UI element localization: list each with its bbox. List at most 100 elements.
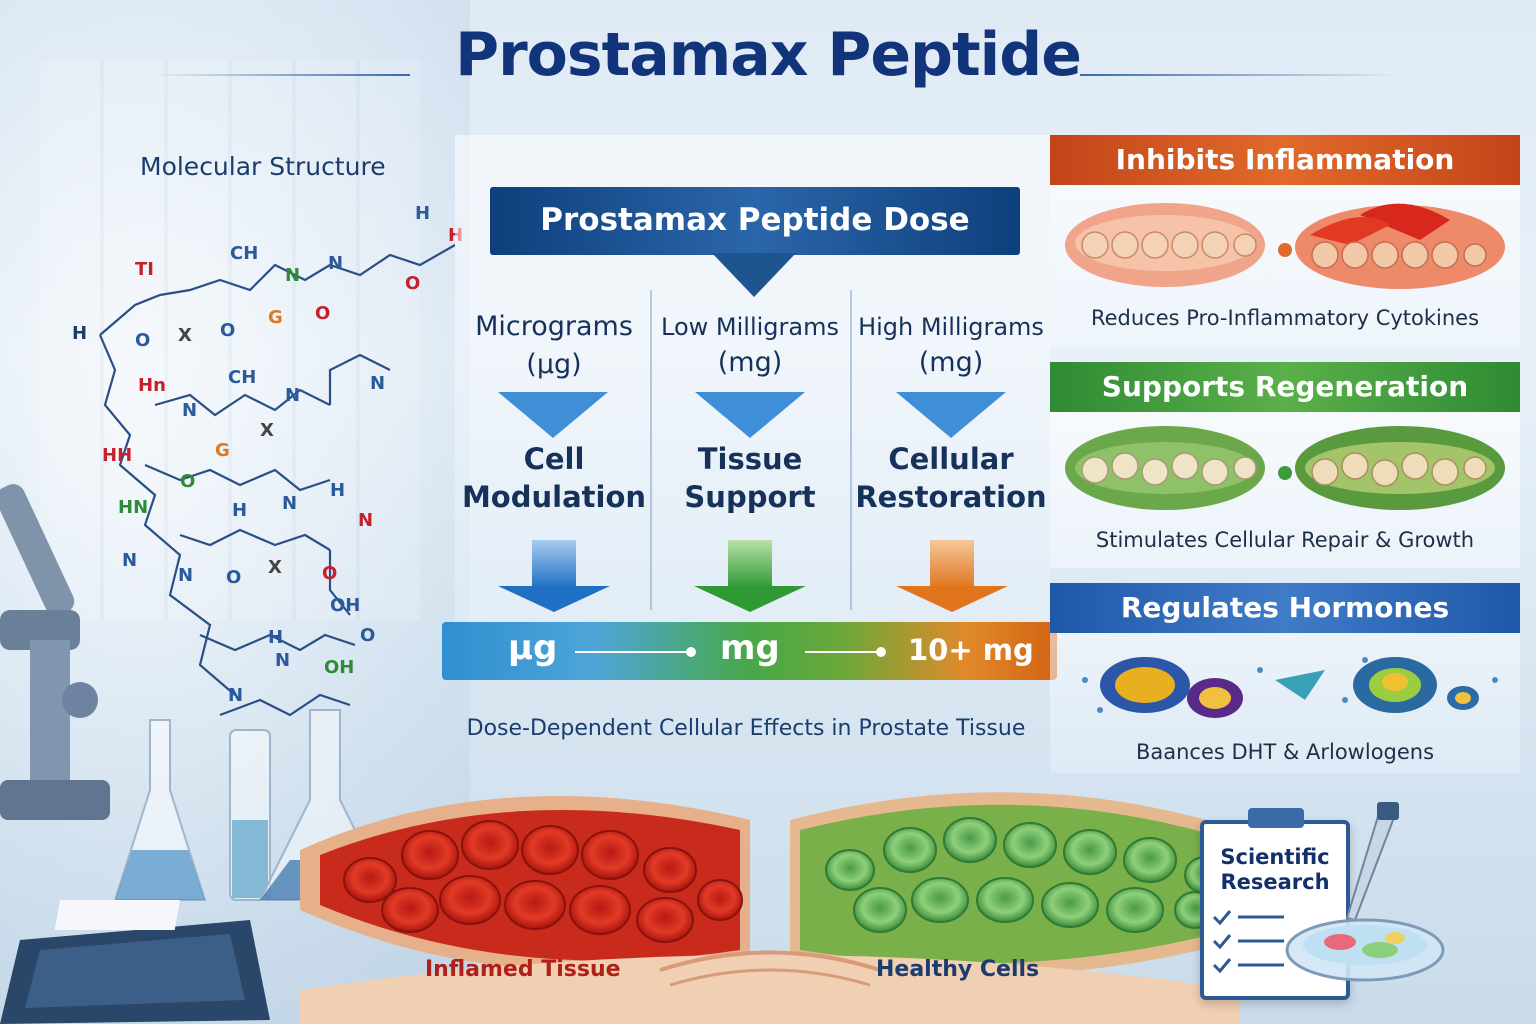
atom-label: N bbox=[285, 385, 301, 406]
arrow-head-icon bbox=[498, 586, 610, 612]
dose-unit-name: High Milligrams bbox=[858, 313, 1044, 341]
atom-label: H bbox=[268, 627, 284, 648]
research-line: Scientific bbox=[1220, 845, 1330, 869]
atom-label: X bbox=[178, 325, 192, 346]
arrow-head-icon bbox=[694, 586, 806, 612]
atom-label: N bbox=[358, 510, 374, 531]
scale-label-micrograms: μg bbox=[508, 628, 558, 668]
dose-header-pointer bbox=[712, 253, 796, 297]
atom-label: X bbox=[268, 557, 282, 578]
title-rule-right bbox=[1080, 74, 1400, 76]
dose-column-micrograms: Micrograms (μg) bbox=[455, 308, 653, 384]
benefit-title-regeneration: Supports Regeneration bbox=[1050, 362, 1520, 412]
effect-line: Cell bbox=[523, 442, 585, 476]
dose-scale-bar bbox=[442, 622, 1057, 680]
atom-label: N bbox=[275, 650, 291, 671]
dose-effect-cellular-restoration: Cellular Restoration bbox=[852, 440, 1050, 516]
arrow-head-icon bbox=[896, 586, 1008, 612]
scale-connector bbox=[575, 651, 690, 653]
atom-label: O bbox=[220, 320, 236, 341]
atom-label: H bbox=[330, 480, 346, 501]
pipette-petri-dish-icon bbox=[1285, 802, 1445, 982]
atom-label: O bbox=[135, 330, 151, 351]
arrow-down-icon bbox=[728, 540, 772, 588]
prostate-tissue-illustration bbox=[300, 792, 1240, 1024]
dose-effects-caption: Dose-Dependent Cellular Effects in Prost… bbox=[466, 716, 1026, 741]
column-divider bbox=[850, 290, 852, 610]
atom-label: N bbox=[182, 400, 198, 421]
atom-label: OH bbox=[330, 595, 361, 616]
effect-line: Support bbox=[684, 480, 816, 514]
atom-label: G bbox=[215, 440, 230, 461]
atom-label: CH bbox=[228, 367, 257, 388]
dose-panel-header: Prostamax Peptide Dose bbox=[490, 187, 1020, 255]
scientific-research-title: Scientific Research bbox=[1208, 845, 1342, 895]
atom-label: O bbox=[322, 563, 338, 584]
scale-label-high: 10+ mg bbox=[908, 633, 1034, 667]
atom-label: HN bbox=[118, 497, 149, 518]
arrow-down-icon bbox=[532, 540, 576, 588]
title-rule-left bbox=[150, 74, 410, 76]
atom-label: N bbox=[328, 253, 344, 274]
dose-unit-symbol: (μg) bbox=[526, 349, 582, 380]
scale-connector bbox=[805, 651, 880, 653]
molecular-structure-diagram bbox=[98, 244, 456, 717]
atom-label: O bbox=[360, 625, 376, 646]
effect-line: Restoration bbox=[855, 480, 1047, 514]
dose-unit-name: Low Milligrams bbox=[661, 313, 839, 341]
benefit-caption-inflammation: Reduces Pro-Inflammatory Cytokines bbox=[1090, 306, 1480, 330]
atom-label: Hn bbox=[138, 375, 166, 396]
healthy-cells-label: Healthy Cells bbox=[876, 957, 1040, 982]
inflamed-tissue-label: Inflamed Tissue bbox=[425, 957, 621, 982]
dose-effect-tissue-support: Tissue Support bbox=[651, 440, 849, 516]
atom-label: N bbox=[285, 265, 301, 286]
clipboard-clip-icon bbox=[1248, 808, 1304, 828]
checklist-icon bbox=[1212, 910, 1284, 974]
regenerating-tissue-illustration bbox=[1065, 426, 1505, 510]
arrow-down-icon bbox=[930, 540, 974, 588]
scale-label-milligrams: mg bbox=[720, 628, 780, 668]
atom-label: CH bbox=[230, 243, 259, 264]
dose-effect-cell-modulation: Cell Modulation bbox=[455, 440, 653, 516]
atom-label: N bbox=[370, 373, 386, 394]
atom-label: OH bbox=[324, 657, 355, 678]
benefit-title-hormones: Regulates Hormones bbox=[1050, 583, 1520, 633]
atom-label: O bbox=[315, 303, 331, 324]
dose-unit-symbol: (mg) bbox=[918, 347, 984, 378]
dose-column-low-milligrams: Low Milligrams (mg) bbox=[651, 310, 849, 382]
atom-label: H bbox=[232, 500, 248, 521]
atom-label: N bbox=[282, 493, 298, 514]
hormone-cells-illustration bbox=[1082, 657, 1498, 718]
benefit-caption-regeneration: Stimulates Cellular Repair & Growth bbox=[1095, 528, 1475, 552]
chevron-down-icon bbox=[498, 392, 608, 438]
atom-label: G bbox=[268, 307, 283, 328]
atom-label: X bbox=[260, 420, 274, 441]
molecular-atom-labels: H TI CH N N H H O X O G O O Hn CH N N X … bbox=[60, 195, 480, 735]
research-line: Research bbox=[1220, 870, 1330, 894]
effect-line: Modulation bbox=[461, 480, 647, 514]
atom-label: O bbox=[405, 273, 421, 294]
chevron-down-icon bbox=[896, 392, 1006, 438]
atom-label: TI bbox=[135, 259, 154, 280]
molecular-structure-heading: Molecular Structure bbox=[140, 152, 386, 181]
atom-label: N bbox=[228, 685, 244, 706]
atom-label: HH bbox=[102, 445, 133, 466]
effect-line: Cellular bbox=[888, 442, 1014, 476]
dose-column-high-milligrams: High Milligrams (mg) bbox=[852, 310, 1050, 382]
laptop-icon bbox=[0, 900, 270, 1024]
atom-label: O bbox=[226, 567, 242, 588]
inflamed-tissue-illustration bbox=[1065, 203, 1505, 289]
dose-unit-symbol: (mg) bbox=[717, 347, 783, 378]
atom-label: H bbox=[72, 323, 88, 344]
scale-dot bbox=[686, 647, 696, 657]
atom-label: N bbox=[178, 565, 194, 586]
page-title: Prostamax Peptide bbox=[455, 20, 1082, 90]
scale-dot bbox=[876, 647, 886, 657]
effect-line: Tissue bbox=[697, 442, 803, 476]
atom-label: N bbox=[122, 550, 138, 571]
atom-label: H bbox=[415, 203, 431, 224]
benefit-caption-hormones: Baances DHT & Arlowlogens bbox=[1135, 740, 1435, 764]
column-divider bbox=[650, 290, 652, 610]
dose-unit-name: Micrograms bbox=[475, 311, 633, 342]
chevron-down-icon bbox=[695, 392, 805, 438]
